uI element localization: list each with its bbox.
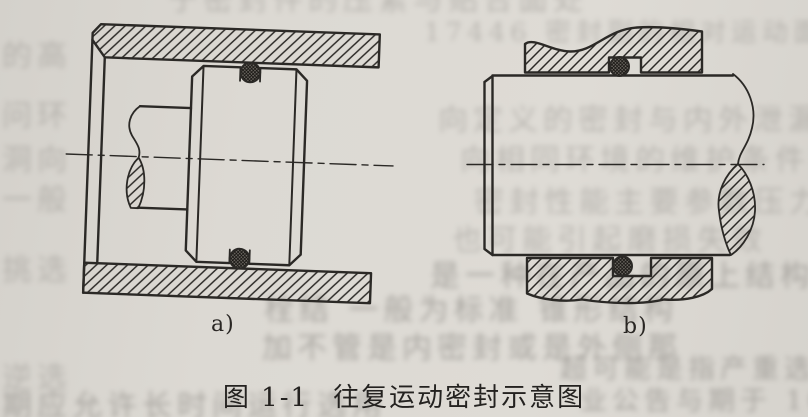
rod-break-hatched-lens <box>125 156 146 210</box>
o-ring-lower-b <box>612 255 633 277</box>
bleed-through-line: 向定义的密封与内外泄漏阻隔 <box>438 103 808 138</box>
cylinder-lower-wall-hatched <box>81 261 373 305</box>
cylinder-upper-wall-hatched <box>91 22 382 69</box>
bleed-through-line: 洞向 <box>2 143 72 178</box>
bleed-through-line: 挑选 <box>2 253 72 288</box>
subfigure-label-b: b) <box>623 314 648 339</box>
gland-upper-hatched <box>523 25 704 74</box>
subfigure-label-a: a) <box>211 312 235 337</box>
figure-caption-number: 图 1-1 <box>222 383 310 413</box>
bleed-through-line: 问环 <box>2 99 72 134</box>
figure-caption: 图 1-1 往复运动密封示意图 <box>0 377 808 414</box>
bleed-through-line: 也可能引起磨损失效 <box>452 223 767 258</box>
bleed-through-line: 加不管是内密封或是外侧那 <box>262 331 682 366</box>
cylinder-end-wall <box>81 38 106 294</box>
rod-break-curve <box>128 105 141 159</box>
rod-break-curve <box>732 73 755 165</box>
piston-land-edges <box>195 64 298 267</box>
figure-a-piston-seal <box>65 22 394 305</box>
bleed-through-line: 逆选 <box>2 361 72 396</box>
o-ring-upper-a <box>239 61 262 84</box>
centerline-a <box>65 153 394 167</box>
bleed-through-line: 超可能是指产重选拔 <box>560 354 808 385</box>
figure-caption-title: 往复运动密封示意图 <box>333 383 586 413</box>
o-ring-upper-b <box>609 56 630 77</box>
bleed-through-line: 的高 <box>2 39 72 74</box>
piston-body-outline <box>184 64 309 267</box>
bleed-through-line: 于密封件的压紧与贴合面处 <box>168 0 588 18</box>
piston-groove-walls <box>228 66 262 265</box>
gland-lower-hatched <box>525 256 714 305</box>
figure-b-rod-seal <box>466 25 765 305</box>
bleed-through-line: 向相同环境的维护条件密闭 <box>460 143 808 178</box>
bleed-through-line: 一般 <box>2 183 72 218</box>
bleed-through-line: 业公告与期于 1008 <box>580 386 808 417</box>
rod-end-face <box>483 74 494 257</box>
rod-break-hatched-lens <box>717 163 756 256</box>
o-ring-lower-a <box>228 247 251 270</box>
rod-surface-lines <box>491 74 735 257</box>
piston-rod-lines <box>137 104 193 211</box>
bleed-through-line: 期应允许长时间运行选用 <box>2 389 387 417</box>
